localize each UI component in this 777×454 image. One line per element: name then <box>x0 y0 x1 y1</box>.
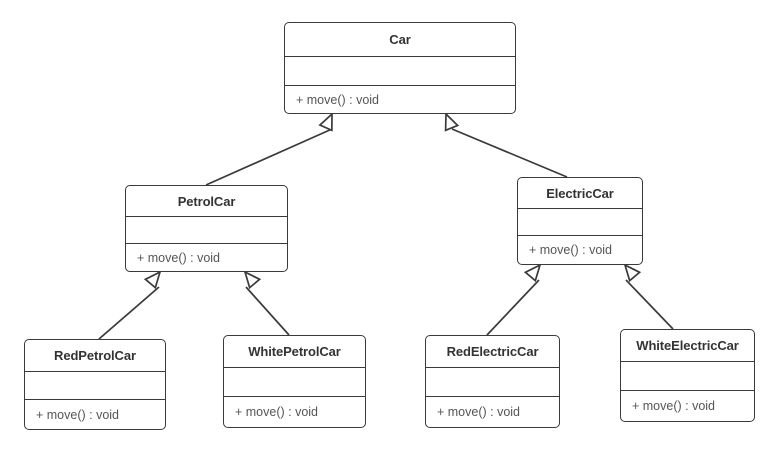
generalization-edge-petrolcar-extends-car <box>205 112 333 186</box>
class-methods-petrolcar: + move() : void <box>126 244 287 271</box>
method-signature: + move() : void <box>529 243 613 257</box>
class-attributes-redpetrolcar <box>25 372 165 400</box>
class-methods-car: + move() : void <box>285 86 515 113</box>
uml-class-whiteelectriccar[interactable]: WhiteElectricCar + move() : void <box>620 329 755 422</box>
generalization-edge-redelectriccar-extends-electriccar <box>486 263 542 336</box>
class-name-whiteelectriccar: WhiteElectricCar <box>621 330 754 362</box>
class-methods-redelectriccar: + move() : void <box>426 397 559 427</box>
edge-line <box>245 286 290 336</box>
method-signature: + move() : void <box>296 92 380 107</box>
inheritance-arrowhead <box>318 112 333 132</box>
edge-line <box>98 286 160 340</box>
uml-class-whitepetrolcar[interactable]: WhitePetrolCar + move() : void <box>223 335 366 428</box>
class-methods-electriccar: + move() : void <box>518 236 642 264</box>
uml-class-petrolcar[interactable]: PetrolCar + move() : void <box>125 185 288 272</box>
class-name-whitepetrolcar: WhitePetrolCar <box>224 336 365 368</box>
inheritance-arrowhead <box>444 112 460 132</box>
method-signature: + move() : void <box>137 250 221 265</box>
edge-line <box>205 128 333 186</box>
method-signature: + move() : void <box>235 405 319 419</box>
class-attributes-whitepetrolcar <box>224 368 365 397</box>
uml-class-electriccar[interactable]: ElectricCar + move() : void <box>517 177 643 265</box>
uml-class-redelectriccar[interactable]: RedElectricCar + move() : void <box>425 335 560 428</box>
generalization-edge-whitepetrolcar-extends-petrolcar <box>243 270 290 336</box>
class-methods-whiteelectriccar: + move() : void <box>621 391 754 421</box>
class-attributes-electriccar <box>518 209 642 236</box>
method-signature: + move() : void <box>437 405 521 419</box>
class-attributes-petrolcar <box>126 217 287 244</box>
edge-line <box>451 128 568 178</box>
edge-line <box>486 279 540 336</box>
class-attributes-redelectriccar <box>426 368 559 397</box>
method-signature: + move() : void <box>36 407 120 422</box>
class-name-electriccar: ElectricCar <box>518 178 642 209</box>
generalization-edge-redpetrolcar-extends-petrolcar <box>98 270 162 340</box>
uml-class-redpetrolcar[interactable]: RedPetrolCar + move() : void <box>24 339 166 430</box>
generalization-edge-electriccar-extends-car <box>444 112 568 178</box>
generalization-edge-whiteelectriccar-extends-electriccar <box>623 263 674 330</box>
class-attributes-whiteelectriccar <box>621 362 754 391</box>
class-name-petrolcar: PetrolCar <box>126 186 287 217</box>
class-methods-redpetrolcar: + move() : void <box>25 400 165 429</box>
class-methods-whitepetrolcar: + move() : void <box>224 397 365 427</box>
class-name-redpetrolcar: RedPetrolCar <box>25 340 165 372</box>
class-name-redelectriccar: RedElectricCar <box>426 336 559 368</box>
edge-line <box>625 279 674 330</box>
class-attributes-car <box>285 57 515 86</box>
class-name-car: Car <box>285 23 515 57</box>
method-signature: + move() : void <box>632 399 716 413</box>
uml-class-car[interactable]: Car + move() : void <box>284 22 516 114</box>
